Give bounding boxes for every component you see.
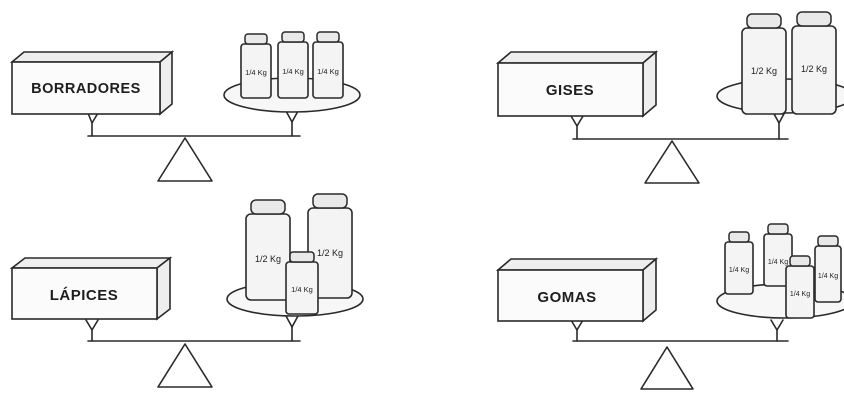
weight: 1/4 Kg xyxy=(312,31,344,99)
svg-text:1/2 Kg: 1/2 Kg xyxy=(801,64,827,74)
svg-text:1/4 Kg: 1/4 Kg xyxy=(729,267,749,274)
fulcrum-triangle xyxy=(157,343,213,388)
left-support xyxy=(570,115,584,127)
right-support xyxy=(770,319,784,331)
weight: 1/4 Kg xyxy=(285,251,319,315)
svg-text:1/2 Kg: 1/2 Kg xyxy=(255,254,281,264)
item-label: GOMAS xyxy=(537,289,596,306)
weight: 1/4 Kg xyxy=(814,235,842,303)
item-label: LÁPICES xyxy=(50,287,119,304)
svg-text:1/4 Kg: 1/4 Kg xyxy=(768,259,788,266)
weight: 1/2 Kg xyxy=(741,13,787,115)
scale-lapices: LÁPICES 1/2 Kg 1/2 Kg 1/4 Kg xyxy=(9,193,364,388)
svg-text:1/4 Kg: 1/4 Kg xyxy=(282,67,304,76)
item-box: GOMAS xyxy=(495,257,659,323)
fulcrum-triangle xyxy=(640,346,694,390)
svg-text:1/4 Kg: 1/4 Kg xyxy=(790,291,810,298)
left-support xyxy=(85,319,99,331)
scale-gises: GISES 1/2 Kg 1/2 Kg xyxy=(495,11,844,184)
weight: 1/4 Kg xyxy=(785,255,815,319)
item-label: BORRADORES xyxy=(31,81,141,97)
svg-text:1/4 Kg: 1/4 Kg xyxy=(818,273,838,280)
weight: 1/2 Kg xyxy=(245,199,291,301)
fulcrum-triangle xyxy=(157,137,213,182)
fulcrum-triangle xyxy=(644,140,700,184)
svg-text:1/4 Kg: 1/4 Kg xyxy=(291,285,313,294)
item-box: BORRADORES xyxy=(9,50,175,116)
weight: 1/4 Kg xyxy=(724,231,754,295)
weight: 1/4 Kg xyxy=(240,33,272,99)
svg-text:1/2 Kg: 1/2 Kg xyxy=(751,66,777,76)
scale-gomas: GOMAS 1/4 Kg 1/4 Kg 1/4 Kg 1/4 Kg xyxy=(495,223,844,390)
item-box: LÁPICES xyxy=(9,256,173,321)
weight: 1/4 Kg xyxy=(277,31,309,99)
svg-text:1/2 Kg: 1/2 Kg xyxy=(317,248,343,258)
svg-text:1/4 Kg: 1/4 Kg xyxy=(245,68,267,77)
svg-text:1/4 Kg: 1/4 Kg xyxy=(317,67,339,76)
weight: 1/2 Kg xyxy=(791,11,837,115)
item-label: GISES xyxy=(546,82,594,99)
item-box: GISES xyxy=(495,50,659,118)
scale-borradores: BORRADORES 1/4 Kg 1/4 Kg 1/4 Kg xyxy=(9,31,361,182)
right-support xyxy=(285,315,299,328)
